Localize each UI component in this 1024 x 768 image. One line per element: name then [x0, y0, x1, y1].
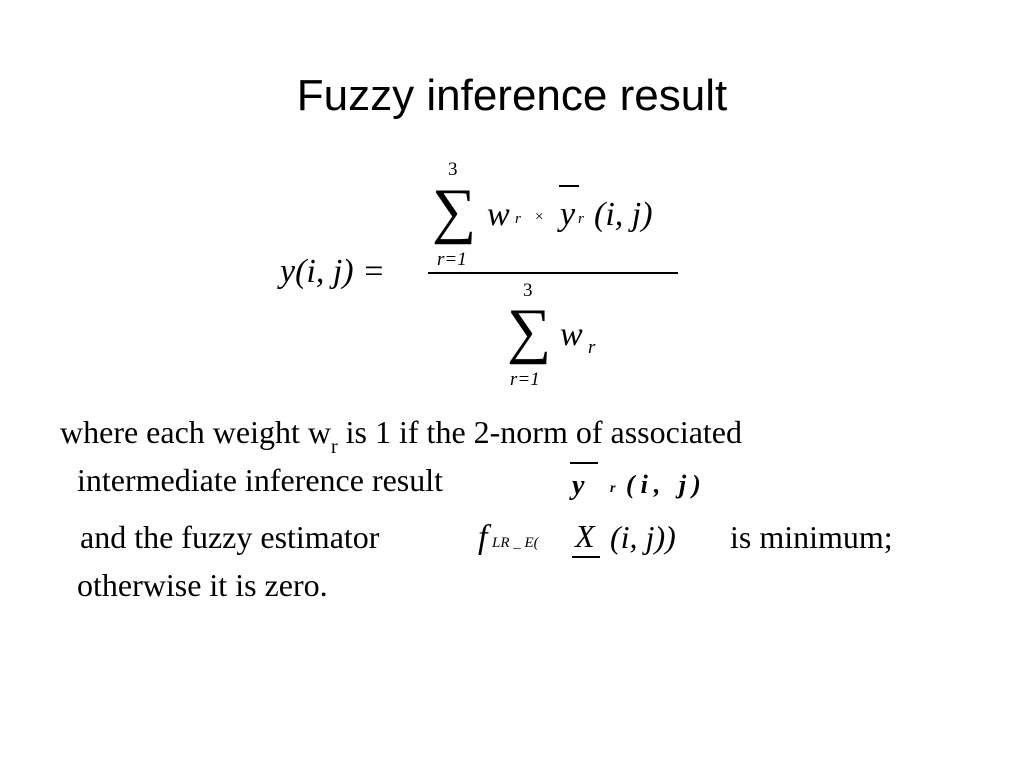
den-sigma: ∑: [507, 297, 552, 365]
inline-y-overbar: [570, 462, 598, 464]
line1-part-b: is 1 if the 2-norm of associated: [337, 414, 742, 450]
den-w-sub: r: [588, 337, 596, 358]
est-sub: LR _ E(: [492, 535, 539, 551]
den-sum-upper: 3: [523, 280, 533, 301]
num-times: ×: [535, 209, 544, 225]
inline-y: y: [572, 470, 585, 501]
num-sum-upper: 3: [448, 159, 458, 180]
text-line-3-b: is minimum;: [730, 519, 893, 555]
inline-y-sub: r: [610, 481, 616, 496]
est-f: f: [478, 519, 488, 556]
line1-part-a: where each weight w: [60, 414, 331, 450]
text-line-1: where each weight wr is 1 if the 2-norm …: [60, 414, 742, 457]
slide-title: Fuzzy inference result: [296, 71, 728, 120]
est-args: (i, j)): [610, 519, 676, 555]
num-w-sub: r: [515, 211, 521, 227]
num-w: w: [487, 196, 510, 233]
den-sum-lower: r=1: [510, 369, 540, 390]
den-w: w: [560, 316, 583, 353]
text-line-2: intermediate inference result: [77, 462, 444, 498]
equation-lhs: y(i, j) =: [280, 253, 386, 290]
est-x: X: [575, 518, 595, 554]
line1-sub: r: [330, 436, 338, 458]
num-sum-lower: r=1: [437, 249, 467, 270]
est-x-underbar: [572, 556, 600, 558]
text-line-3-a: and the fuzzy estimator: [80, 519, 380, 555]
num-y-sub: r: [578, 211, 584, 227]
inline-y-args: (i, j): [626, 470, 707, 499]
num-sigma: ∑: [432, 177, 477, 245]
num-args: (i, j): [594, 196, 653, 233]
text-line-4: otherwise it is zero.: [77, 567, 328, 603]
num-y-overbar: [559, 185, 579, 187]
num-y: y: [560, 196, 576, 233]
fraction-bar: [428, 272, 678, 274]
